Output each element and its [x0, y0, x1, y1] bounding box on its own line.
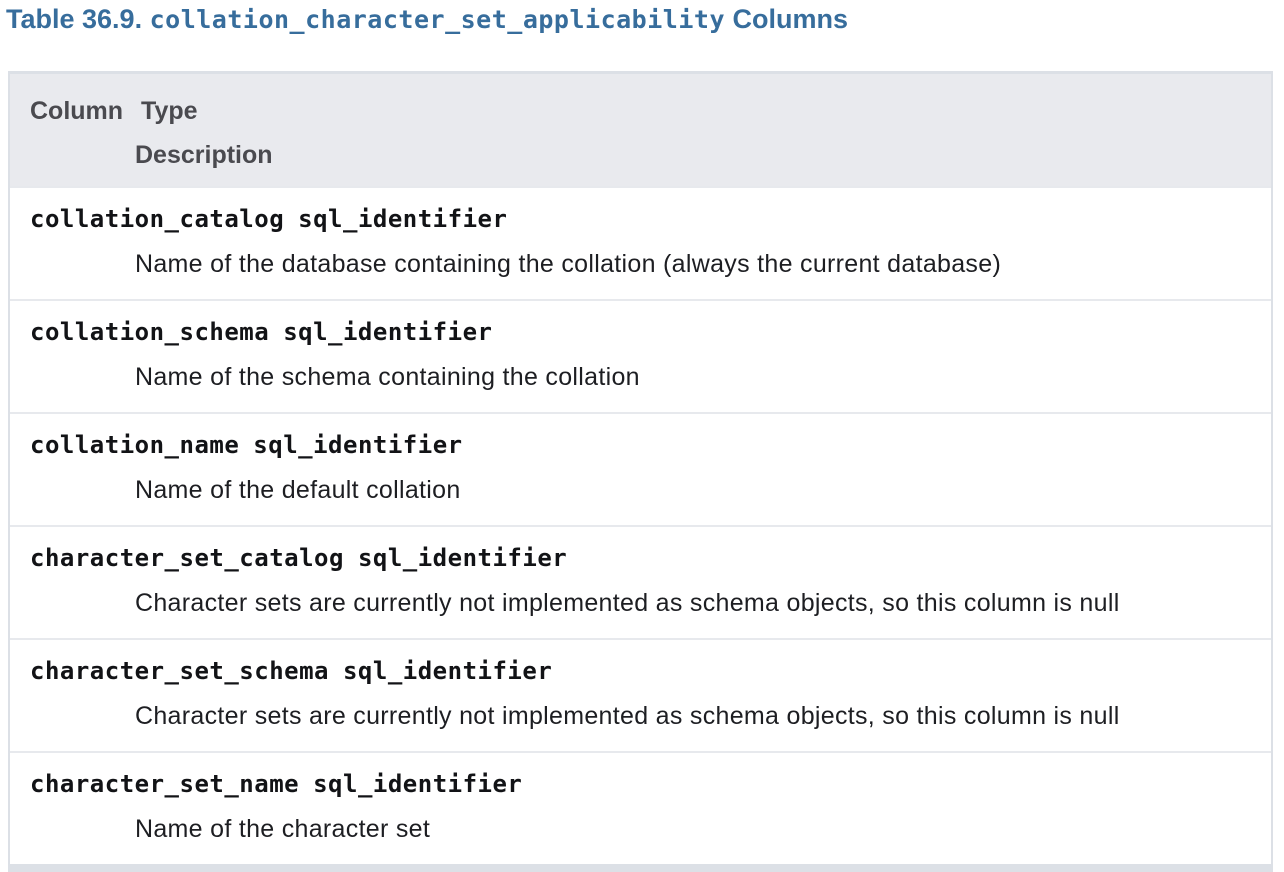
table-row: collation_schema sql_identifier Name of t… [10, 299, 1271, 412]
column-description: Name of the character set [135, 815, 431, 843]
column-definition: character_set_catalog sql_identifier [10, 543, 1271, 573]
table-body: collation_catalog sql_identifier Name of … [10, 186, 1271, 864]
table-header-line2: Description [10, 140, 1271, 170]
column-description: Name of the schema containing the collat… [135, 363, 640, 391]
table-row: character_set_name sql_identifier Name of… [10, 751, 1271, 864]
column-name: character_set_name [30, 770, 300, 798]
column-description: Name of the database containing the coll… [135, 250, 1002, 278]
column-type: sql_identifier [283, 318, 493, 346]
table-caption-number: Table 36.9. [6, 4, 143, 34]
header-description-label: Description [135, 141, 273, 169]
column-description: Character sets are currently not impleme… [135, 589, 1120, 617]
column-definition: collation_schema sql_identifier [10, 317, 1271, 347]
table-caption-suffix: Columns [732, 4, 849, 34]
header-type-label: Type [141, 97, 198, 125]
column-name: collation_schema [30, 318, 270, 346]
table-row: collation_catalog sql_identifier Name of … [10, 186, 1271, 299]
table-header-line1: Column Type [10, 96, 1271, 126]
column-name: collation_name [30, 431, 240, 459]
table-caption-identifier: collation_character_set_applicability [149, 5, 725, 34]
table-row: character_set_schema sql_identifier Chara… [10, 638, 1271, 751]
column-definition: collation_name sql_identifier [10, 430, 1271, 460]
table-caption: Table 36.9. collation_character_set_appl… [6, 2, 1284, 37]
column-definition: character_set_schema sql_identifier [10, 656, 1271, 686]
column-type: sql_identifier [313, 770, 523, 798]
column-name: collation_catalog [30, 205, 285, 233]
column-name: character_set_catalog [30, 544, 344, 572]
column-definition: collation_catalog sql_identifier [10, 204, 1271, 234]
table-row: collation_name sql_identifier Name of the… [10, 412, 1271, 525]
column-name: character_set_schema [30, 657, 329, 685]
column-type: sql_identifier [342, 657, 553, 685]
column-description: Character sets are currently not impleme… [135, 702, 1120, 730]
header-column-label: Column [30, 97, 124, 125]
table-row: character_set_catalog sql_identifier Char… [10, 525, 1271, 638]
column-definition: character_set_name sql_identifier [10, 769, 1271, 799]
column-type: sql_identifier [357, 544, 568, 572]
column-type: sql_identifier [253, 431, 463, 459]
columns-table: Column Type Description collation_catalog… [8, 71, 1273, 872]
column-description: Name of the default collation [135, 476, 461, 504]
column-type: sql_identifier [298, 205, 508, 233]
table-header: Column Type Description [10, 74, 1271, 186]
